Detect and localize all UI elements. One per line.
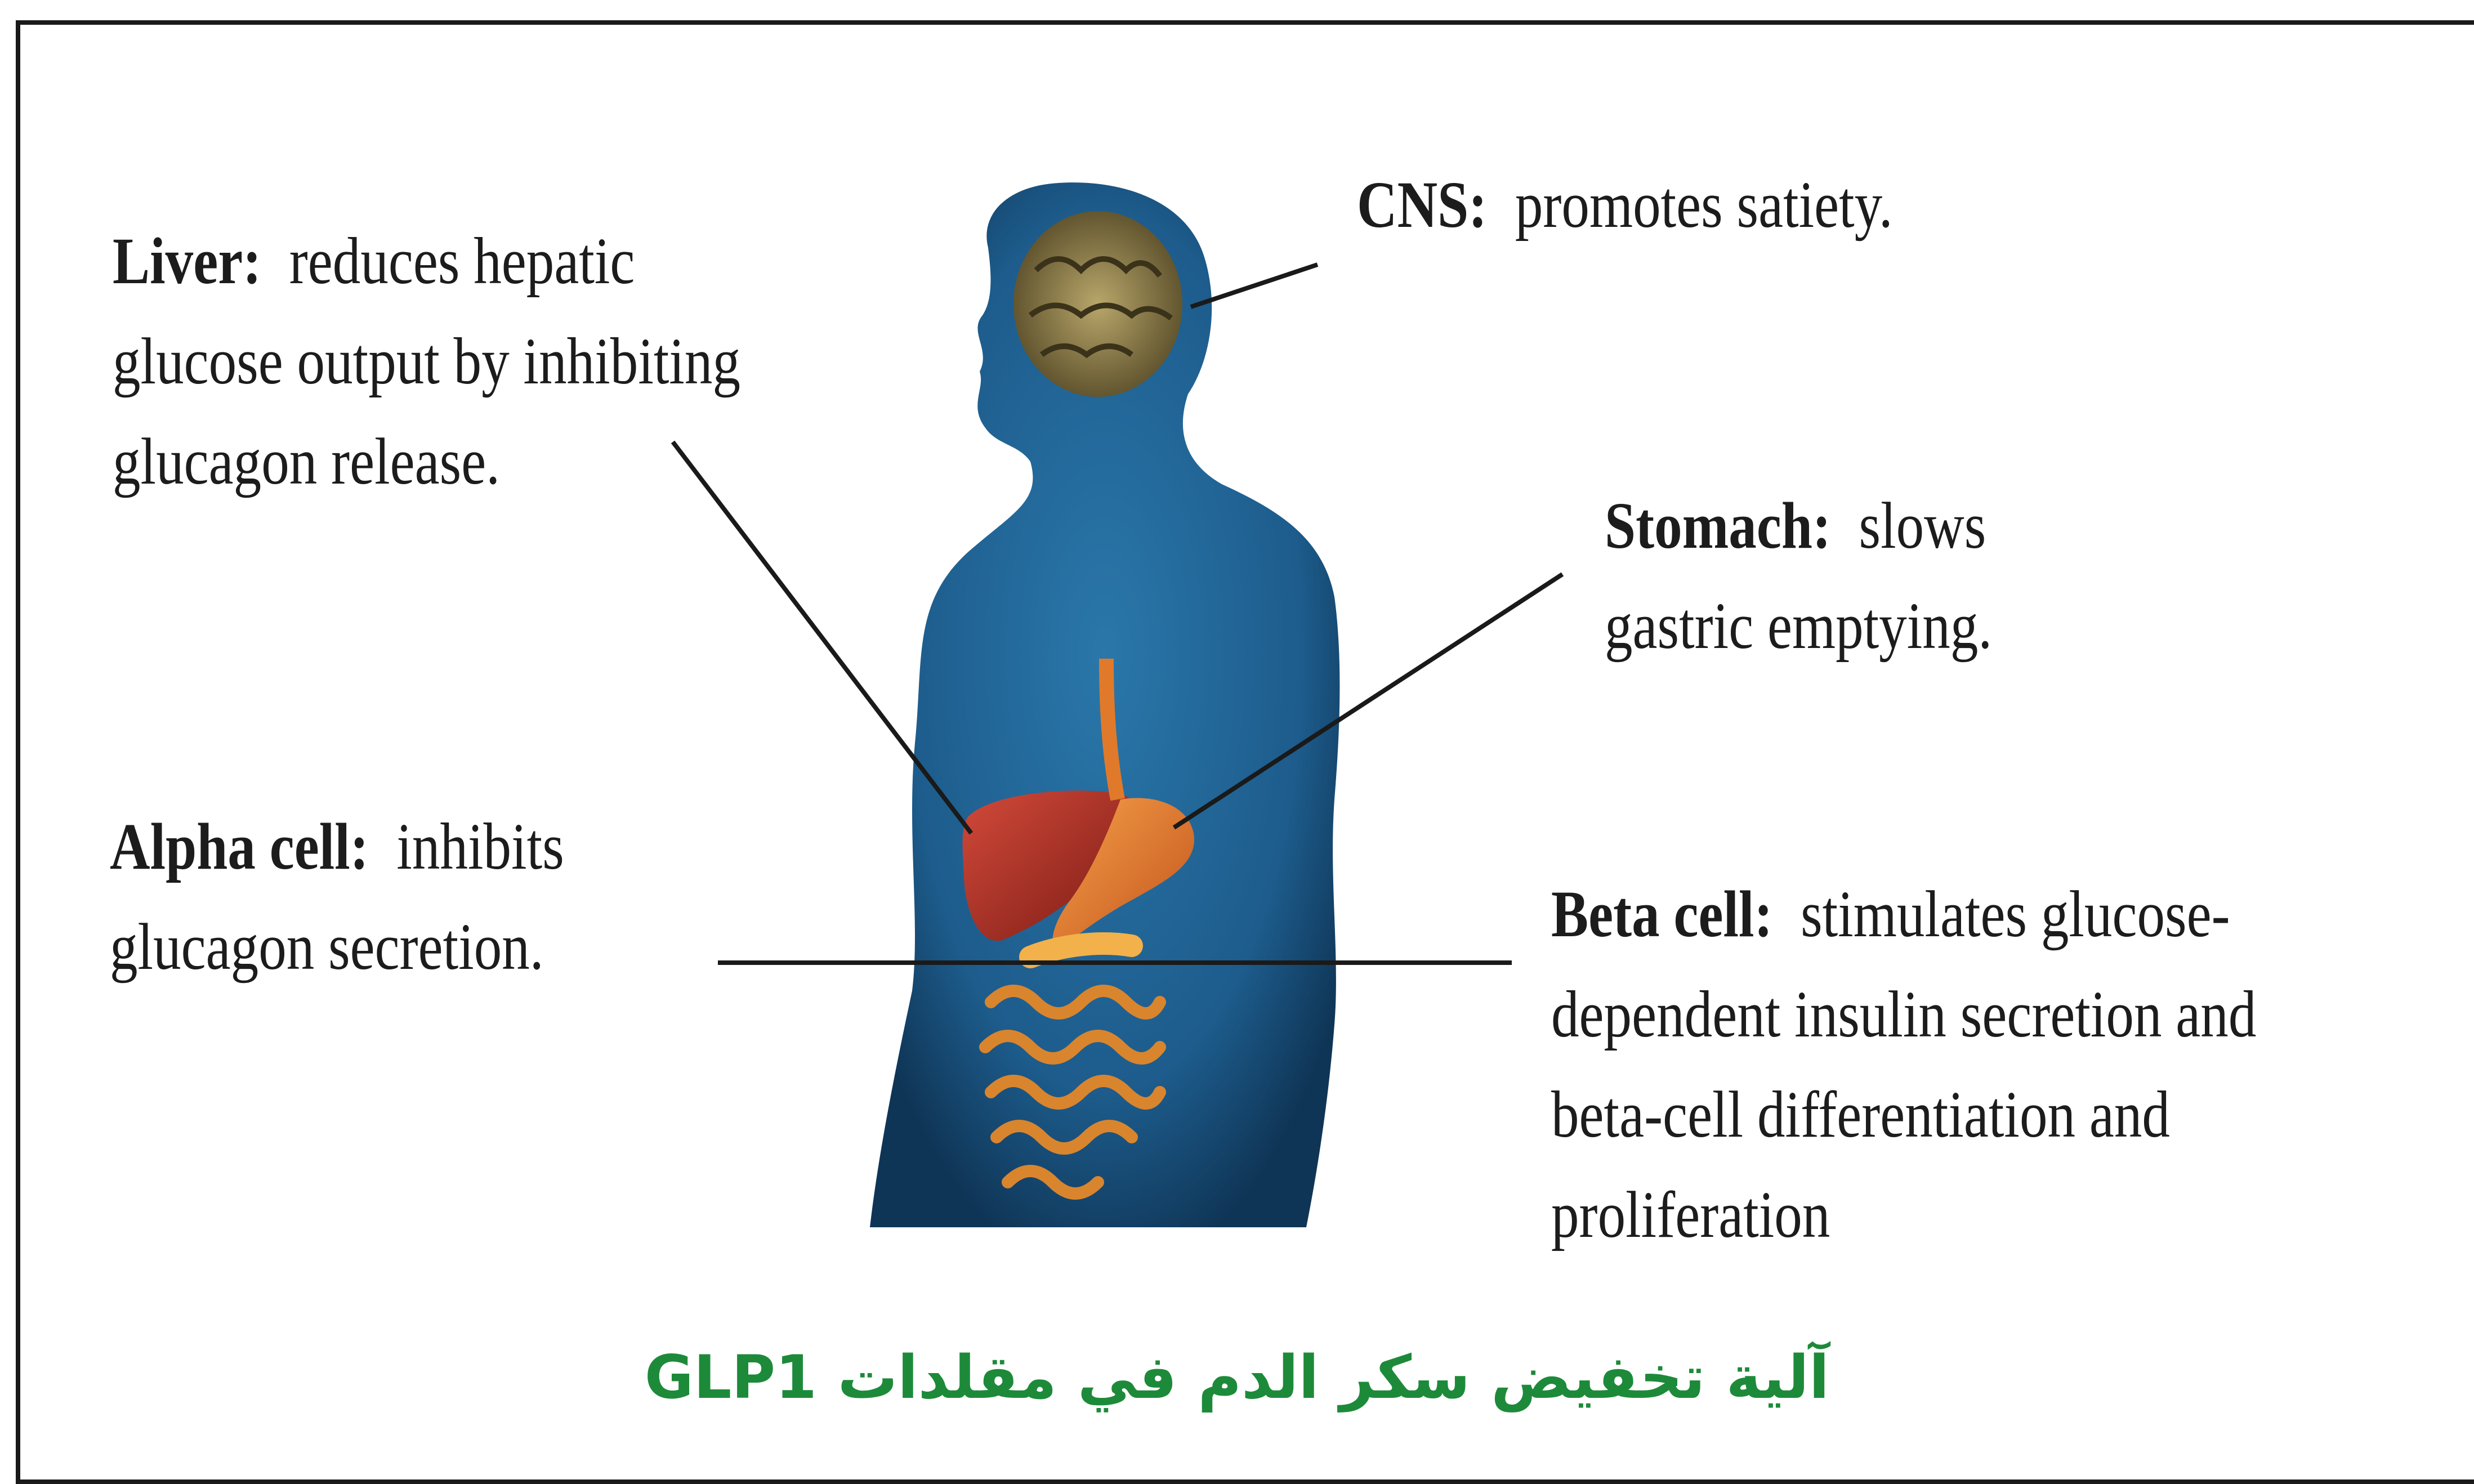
beta-text-1: stimulates glucose- — [1801, 877, 2230, 951]
beta-text-2: dependent insulin secretion and — [1551, 964, 2256, 1065]
stomach-organ-label: Stomach: — [1605, 489, 1831, 562]
cns-line-1: CNS: promotes satiety. — [1357, 155, 1893, 255]
stomach-text-1: slows — [1859, 489, 1986, 562]
brain-icon — [1013, 211, 1182, 397]
liver-text-2: glucose output by inhibiting — [113, 311, 740, 412]
liver-line-1: Liver: reduces hepatic — [113, 211, 740, 311]
pancreas-icon — [1030, 944, 1132, 957]
beta-line-1: Beta cell: stimulates glucose- — [1551, 864, 2256, 964]
cns-organ-label: CNS: — [1357, 168, 1487, 242]
stomach-line-1: Stomach: slows — [1605, 476, 1992, 576]
alpha-cell-annotation: Alpha cell: inhibits glucagon secretion. — [110, 797, 564, 997]
liver-organ-label: Liver: — [113, 224, 261, 298]
liver-text-1: reduces hepatic — [289, 224, 635, 298]
beta-cell-annotation: Beta cell: stimulates glucose- dependent… — [1551, 864, 2256, 1265]
liver-text-3: glucagon release. — [113, 412, 740, 512]
cns-annotation: CNS: promotes satiety. — [1357, 155, 1893, 255]
liver-annotation: Liver: reduces hepatic glucose output by… — [113, 211, 740, 512]
alpha-text-1: inhibits — [396, 810, 564, 883]
stomach-annotation: Stomach: slows gastric emptying. — [1605, 476, 1992, 676]
stomach-text-2: gastric emptying. — [1605, 576, 1992, 676]
alpha-line-1: Alpha cell: inhibits — [110, 797, 564, 897]
beta-text-3: beta-cell differentiation and — [1551, 1065, 2256, 1165]
cns-text: promotes satiety. — [1515, 168, 1893, 242]
alpha-organ-label: Alpha cell: — [110, 810, 369, 883]
figure-caption: آلية تخفيض سكر الدم في مقلدات GLP1 — [0, 1343, 2474, 1412]
beta-text-4: proliferation — [1551, 1165, 2256, 1265]
alpha-text-2: glucagon secretion. — [110, 897, 564, 997]
beta-organ-label: Beta cell: — [1551, 877, 1773, 951]
